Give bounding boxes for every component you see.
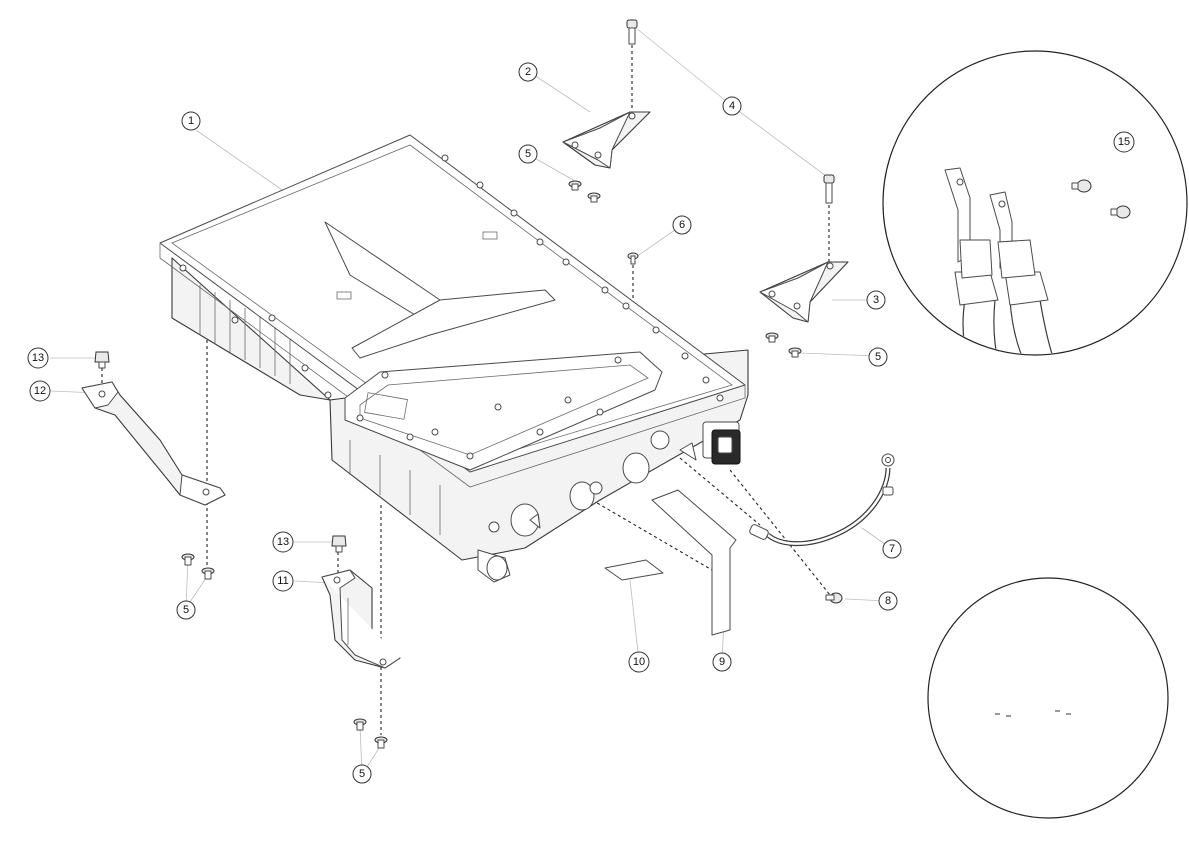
svg-text:12: 12	[34, 385, 46, 397]
callout-9: 9	[712, 652, 732, 672]
bracket-part-3	[759, 261, 849, 323]
svg-text:9: 9	[719, 656, 725, 668]
svg-text:5: 5	[359, 768, 365, 780]
callout-8: 8	[878, 591, 898, 611]
svg-text:6: 6	[679, 219, 685, 231]
callout-3: 3	[866, 290, 886, 310]
callout-4: 4	[722, 96, 742, 116]
label-strip-part-9	[651, 489, 737, 636]
svg-text:15: 15	[1118, 136, 1130, 148]
callout-5d: 5	[352, 764, 372, 784]
callout-2: 2	[518, 62, 538, 82]
callout-5b: 5	[868, 347, 888, 367]
callout-13b: 13	[272, 531, 294, 553]
callout-12: 12	[29, 380, 51, 402]
fastener-part-5	[181, 180, 802, 749]
svg-text:5: 5	[875, 351, 881, 363]
svg-text:5: 5	[183, 604, 189, 616]
callout-6: 6	[672, 215, 692, 235]
svg-text:7: 7	[889, 543, 895, 555]
detail-zoom-circle-bottom	[927, 577, 1169, 819]
svg-text:3: 3	[873, 294, 879, 306]
svg-text:2: 2	[525, 66, 531, 78]
svg-text:11: 11	[277, 575, 288, 587]
callout-bubbles: 1 2 3 4 5 5 5 5 6 7 8 9 10 11 12 13 13 1…	[27, 62, 1135, 784]
screw-part-6	[627, 252, 639, 265]
callout-1: 1	[181, 111, 201, 131]
callout-10: 10	[628, 651, 650, 673]
svg-text:10: 10	[633, 656, 645, 668]
callout-5c: 5	[176, 600, 196, 620]
callout-13a: 13	[27, 347, 49, 369]
bolt-part-4	[626, 19, 835, 204]
housing-ports	[477, 430, 697, 583]
callout-15: 15	[1113, 131, 1135, 153]
svg-text:1: 1	[188, 115, 194, 127]
svg-text:5: 5	[525, 148, 531, 160]
bracket-part-12	[81, 381, 226, 506]
label-part-10	[604, 559, 664, 581]
ground-cable-part-7	[749, 453, 895, 547]
svg-text:4: 4	[729, 100, 735, 112]
svg-text:13: 13	[32, 352, 44, 364]
detail-zoom-circle-top	[882, 50, 1188, 356]
callout-5a: 5	[518, 144, 538, 164]
screw-part-15	[1071, 179, 1131, 219]
bolt-part-8	[825, 592, 843, 604]
svg-text:8: 8	[885, 595, 891, 607]
svg-text:13: 13	[277, 536, 289, 548]
bolt-part-13	[94, 351, 347, 553]
callout-7: 7	[882, 539, 902, 559]
main-housing-part-1	[159, 134, 749, 583]
bracket-part-11	[321, 569, 401, 669]
callout-11: 11	[272, 570, 294, 592]
electrical-connector	[702, 421, 741, 465]
bracket-part-2	[562, 111, 651, 169]
